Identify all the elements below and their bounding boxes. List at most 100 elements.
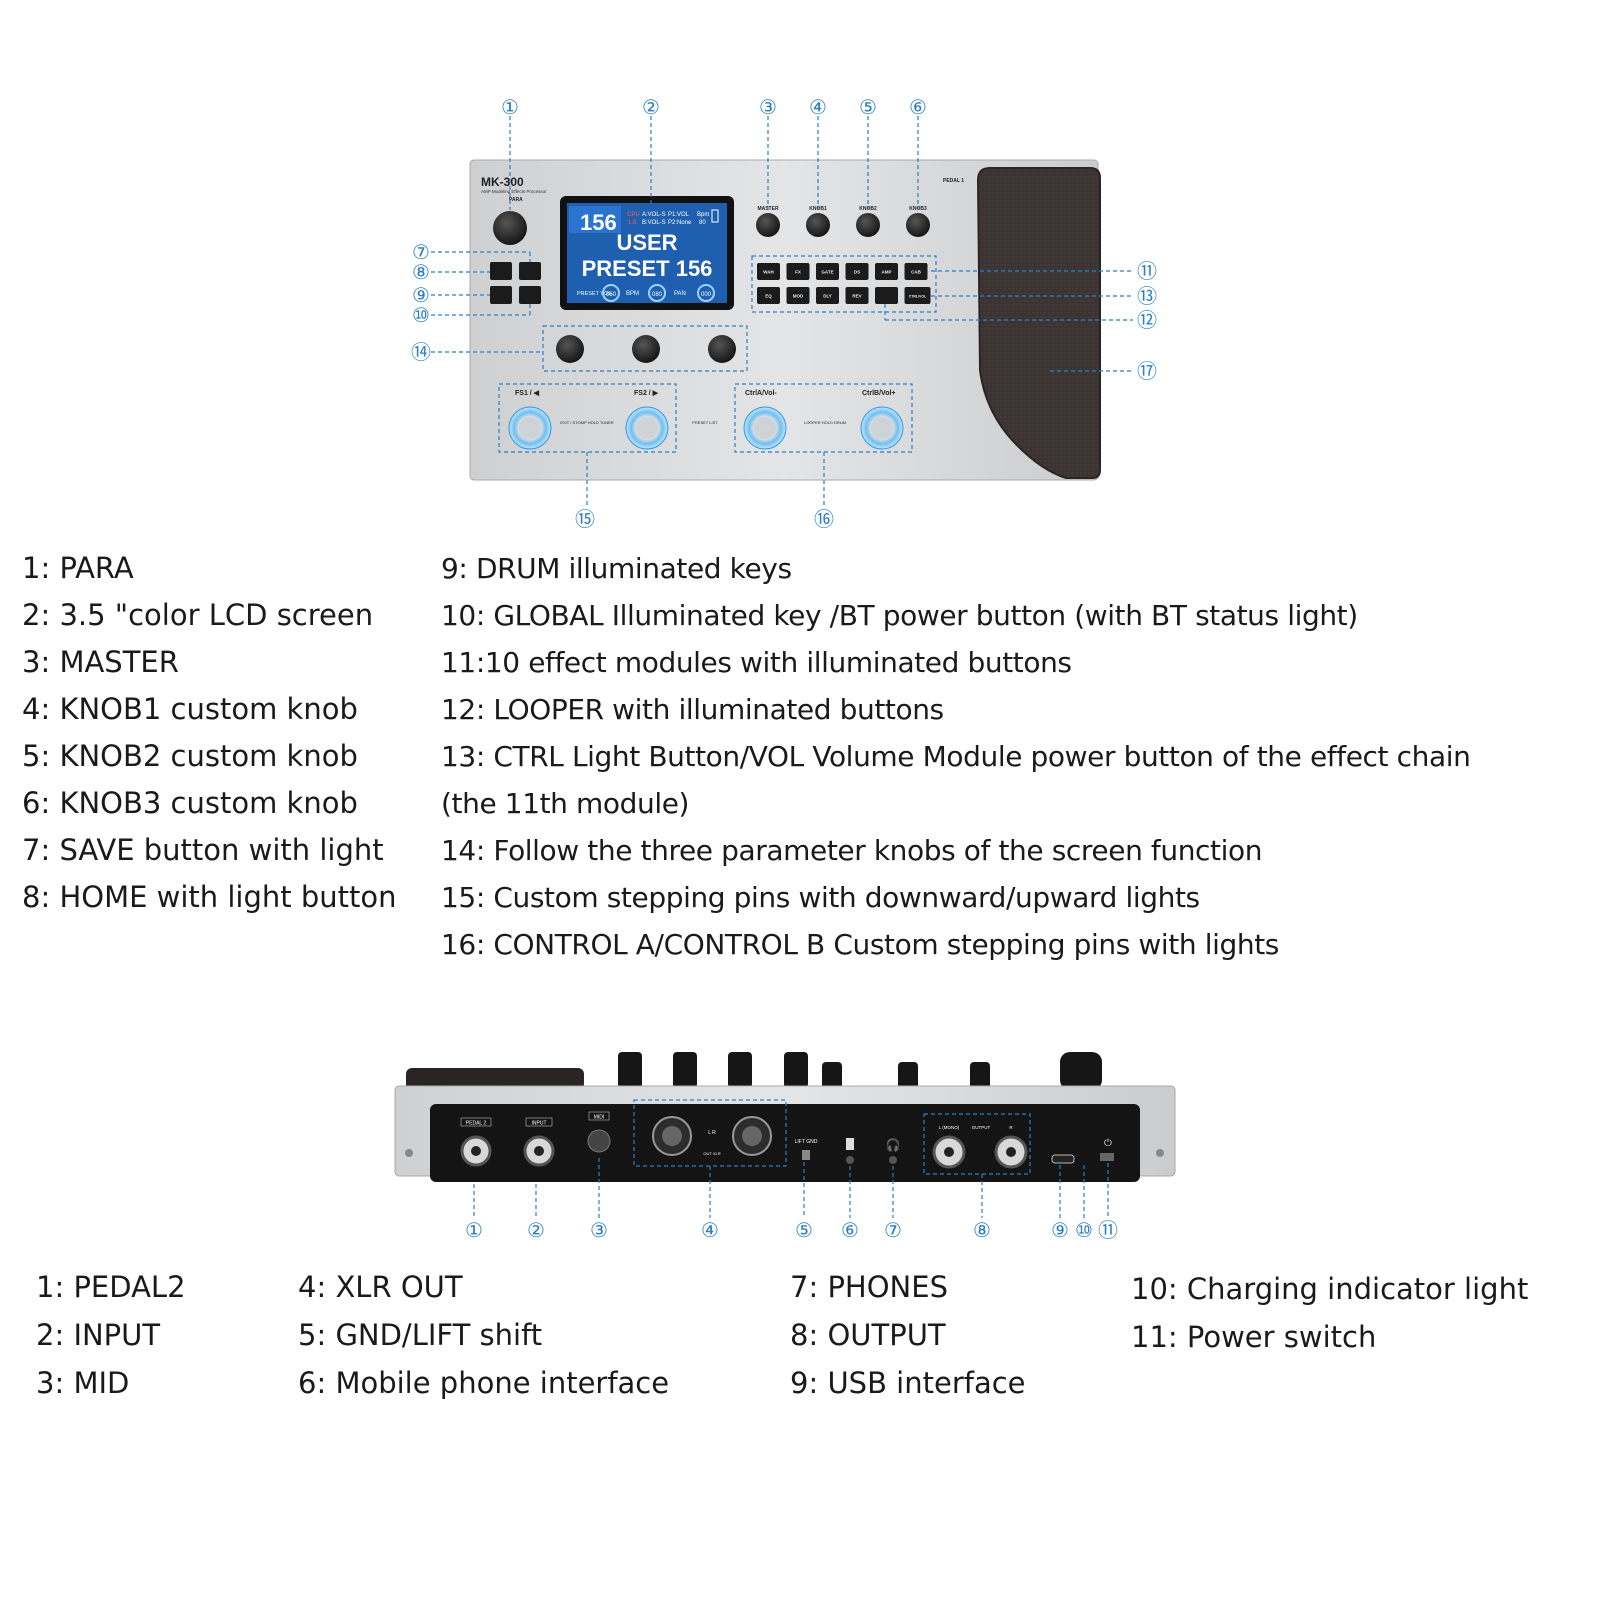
output-r-label: R	[1009, 1125, 1013, 1130]
effect-button[interactable]	[845, 287, 869, 304]
screen-p1: P1:VOL	[668, 212, 690, 218]
callout-12: ⑫	[1137, 309, 1157, 332]
callout-8: ⑧	[412, 262, 430, 284]
legend-item: 5: GND/LIFT shift	[298, 1318, 543, 1352]
rear-callout-guides	[473, 1099, 1109, 1218]
legend-item: 5: KNOB2 custom knob	[22, 739, 358, 773]
power-switch[interactable]	[1100, 1153, 1114, 1161]
expression-pedal[interactable]	[976, 167, 1101, 479]
callout-4: ④	[809, 97, 827, 119]
rear-callout-8: ⑧	[973, 1220, 991, 1242]
screen-param1-label: PRESET VOL	[577, 291, 611, 297]
rear-callout-3: ③	[590, 1220, 608, 1242]
effect-button-label: CAB	[911, 270, 921, 275]
fs1-label: FS1 / ◀	[515, 390, 540, 397]
screen-bpm-value: 80	[699, 220, 706, 226]
legend-item: 2: INPUT	[36, 1318, 161, 1352]
legend-rear-col1: 1: PEDAL2 2: INPUT 3: MID	[36, 1263, 186, 1407]
home-key[interactable]	[519, 262, 541, 280]
pedal2-label: PEDAL 2	[466, 1121, 487, 1127]
legend-item: 11: Power switch	[1131, 1320, 1377, 1354]
left-keys	[490, 262, 541, 304]
rear-callout-11: ⑪	[1098, 1219, 1118, 1242]
rear-callout-numbers: ① ② ③ ④ ⑤ ⑥ ⑦ ⑧ ⑨ ⑩ ⑪	[465, 1219, 1118, 1242]
callout-6: ⑥	[909, 97, 927, 119]
legend-item: 4: KNOB1 custom knob	[22, 692, 358, 726]
effect-button-label: GATE	[821, 270, 833, 275]
screen-p2: P2:None	[668, 220, 692, 226]
knob3[interactable]	[906, 213, 930, 237]
legend-item: 12: LOOPER with illuminated buttons	[441, 693, 944, 726]
global-key[interactable]	[519, 286, 541, 304]
param-knob-1[interactable]	[556, 335, 584, 363]
effect-button-label: WAH	[763, 270, 774, 275]
effect-button-label: MOD	[793, 294, 804, 299]
knob1[interactable]	[806, 213, 830, 237]
screen-param1-value: 060	[606, 292, 617, 298]
effect-button[interactable]	[786, 263, 810, 280]
callout-13: ⑬	[1137, 285, 1157, 308]
rear-callout-5: ⑤	[795, 1220, 813, 1242]
legend-item: 2: 3.5 "color LCD screen	[22, 598, 374, 632]
effect-button[interactable]	[845, 263, 869, 280]
screen-title-line1: USER	[616, 230, 677, 255]
preset-list-label: PRESET LIST	[692, 420, 718, 425]
legend-rear-col3: 7: PHONES 8: OUTPUT 9: USB interface	[790, 1263, 1026, 1407]
midi-port[interactable]	[587, 1129, 611, 1153]
rear-device: PEDAL 2 INPUT MIDI L R OUT XLR LIFT GND …	[394, 1052, 1176, 1182]
screen-cpu-value: 1.8	[628, 220, 637, 226]
output-label: OUTPUT	[972, 1125, 991, 1130]
effect-button[interactable]	[875, 263, 898, 280]
screen-bpm-label: Bpm	[697, 212, 709, 218]
effect-button[interactable]	[904, 263, 928, 280]
callout-1: ①	[501, 97, 519, 119]
legend-item: 3: MID	[36, 1366, 130, 1400]
legend-item: 13: CTRL Light Button/VOL Volume Module …	[441, 740, 1471, 773]
save-key[interactable]	[490, 262, 512, 280]
screen-param2-value: 080	[652, 292, 663, 298]
legend-item: 6: Mobile phone interface	[298, 1366, 670, 1400]
rear-callout-1: ①	[465, 1220, 483, 1242]
para-label: PARA	[509, 197, 523, 203]
usb-port[interactable]	[1051, 1154, 1075, 1164]
effect-button[interactable]	[757, 263, 780, 280]
headphones-icon: 🎧	[886, 1138, 901, 1152]
legend-item: 8: HOME with light button	[22, 880, 397, 914]
callout-17: ⑰	[1137, 360, 1157, 383]
gnd-lift-switch[interactable]	[802, 1150, 810, 1160]
legend-item: 8: OUTPUT	[790, 1318, 946, 1352]
effect-button-label: CTRL/VOL	[909, 295, 927, 299]
screen-cpu-label: CPU	[627, 212, 640, 218]
callout-11: ⑪	[1137, 260, 1157, 283]
phones-jack[interactable]	[889, 1156, 897, 1164]
effect-button-label: DLY	[823, 294, 832, 299]
effect-button[interactable]	[816, 263, 839, 280]
effect-button[interactable]	[904, 287, 931, 304]
knob2[interactable]	[856, 213, 880, 237]
rear-jack-panel	[430, 1104, 1140, 1182]
power-icon: ⏻	[1104, 1138, 1112, 1149]
effect-button[interactable]	[786, 287, 810, 304]
param-knob-2[interactable]	[632, 335, 660, 363]
rear-callout-6: ⑥	[841, 1220, 859, 1242]
rear-callout-7: ⑦	[884, 1220, 902, 1242]
screen-preset-number: 156	[580, 210, 617, 235]
screen-param3-label: PAN	[674, 291, 686, 297]
effect-button[interactable]	[875, 287, 898, 304]
legend-item: 14: Follow the three parameter knobs of …	[441, 834, 1263, 867]
effect-button[interactable]	[816, 287, 839, 304]
effect-button[interactable]	[757, 287, 780, 304]
callout-16: ⑯	[814, 508, 834, 531]
legend-item: 10: GLOBAL Illuminated key /BT power but…	[441, 599, 1358, 632]
master-knob[interactable]	[756, 213, 780, 237]
legend-item: 10: Charging indicator light	[1131, 1272, 1529, 1306]
legend-rear-col2: 4: XLR OUT 5: GND/LIFT shift 6: Mobile p…	[298, 1263, 669, 1407]
drum-key[interactable]	[490, 286, 512, 304]
phone-interface-port[interactable]	[846, 1138, 854, 1150]
pedal1-label: PEDAL 1	[943, 178, 964, 184]
xlr-lr-label: L R	[708, 1130, 716, 1136]
param-knob-3[interactable]	[708, 335, 736, 363]
para-knob[interactable]	[493, 211, 527, 245]
